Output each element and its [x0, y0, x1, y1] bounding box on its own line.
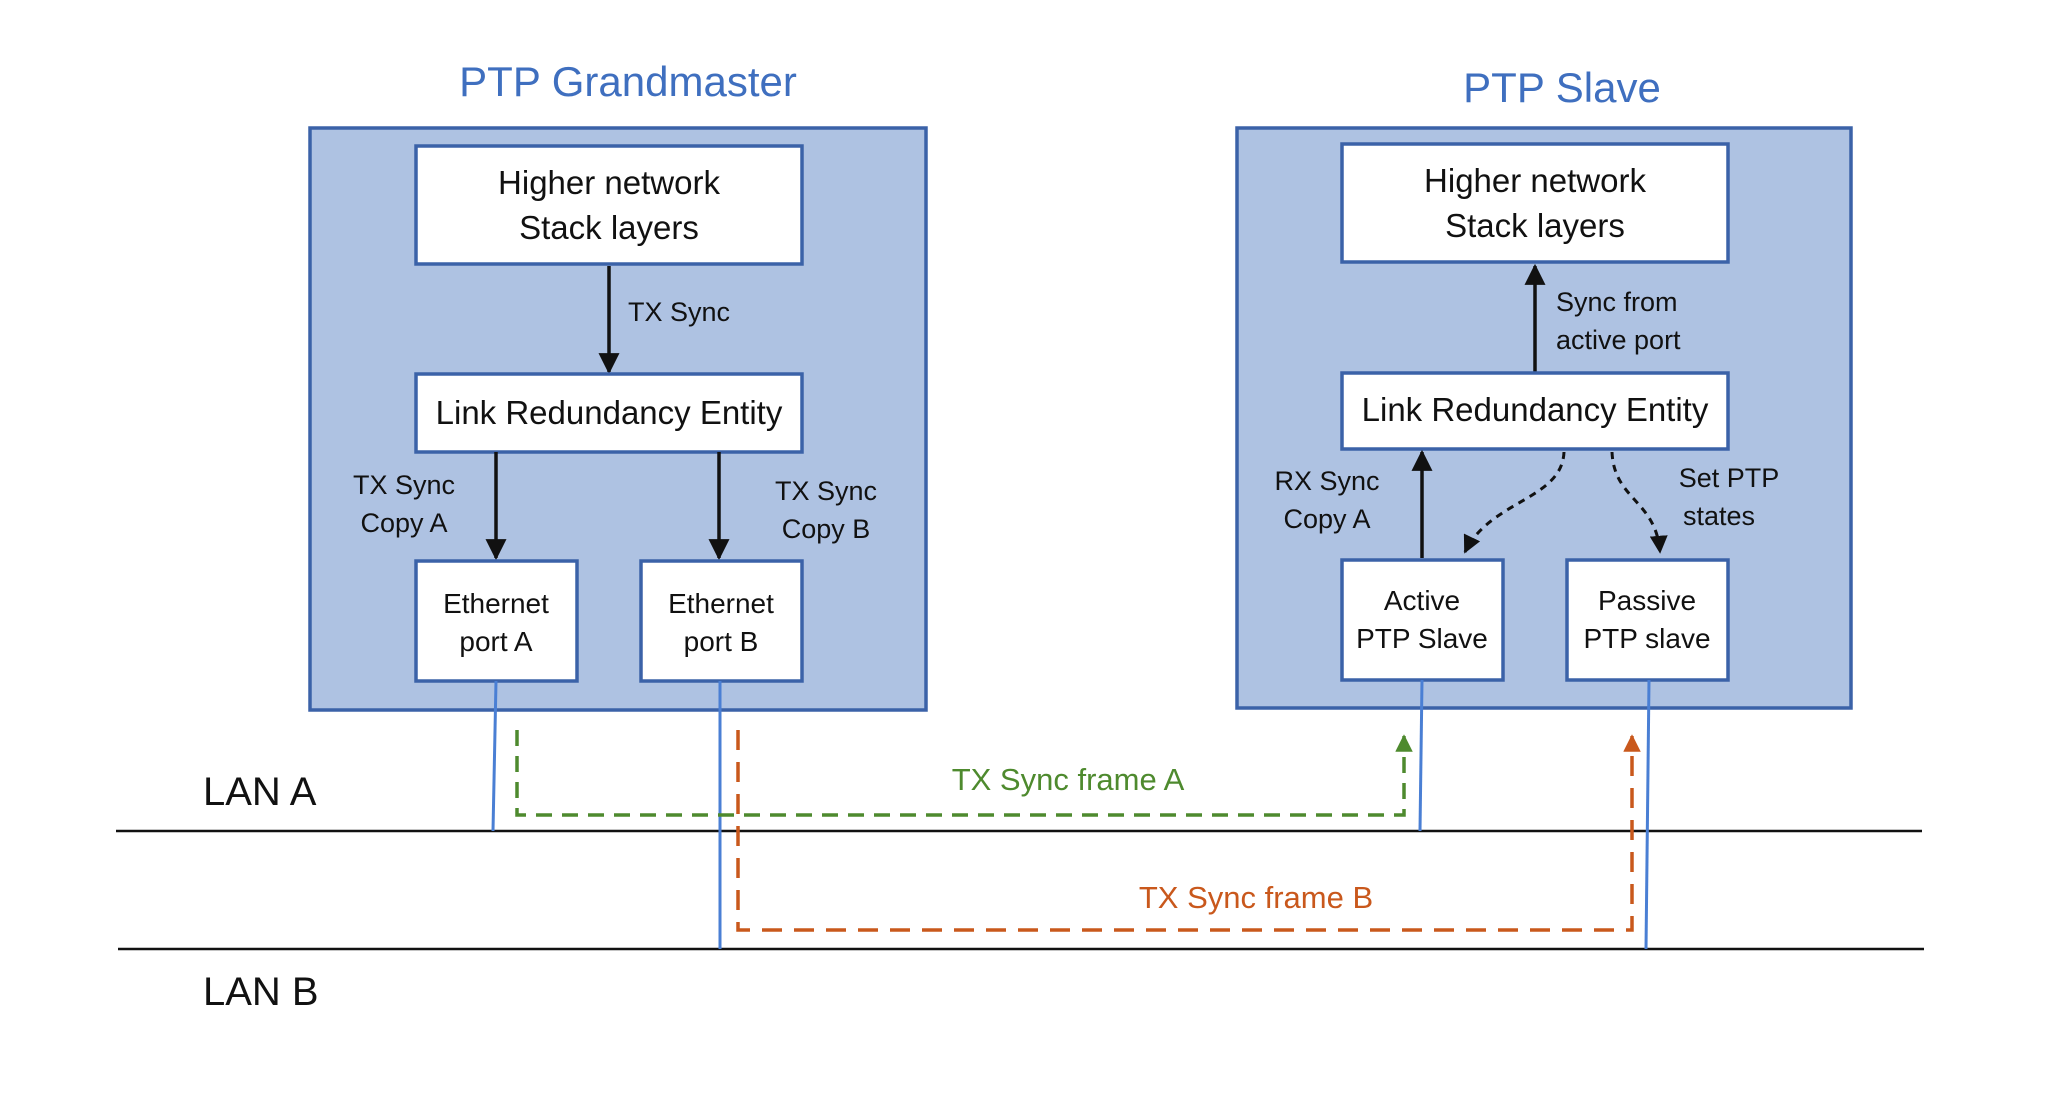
- slave-set-states-line2: states: [1683, 501, 1755, 531]
- grandmaster-title: PTP Grandmaster: [459, 58, 797, 105]
- tx-sync-frame-a-path: [515, 730, 1413, 817]
- slave-higher-stack-box: [1340, 142, 1730, 264]
- slave-active-to-lan-a: [1418, 679, 1424, 832]
- gm-tx-sync-label: TX Sync: [628, 297, 730, 327]
- slave-lre-box: [1340, 371, 1730, 451]
- lan-b-label: LAN B: [203, 970, 319, 1014]
- gm-copy-b-line1: TX Sync: [775, 476, 877, 506]
- gm-copy-a-line2: Copy A: [360, 508, 447, 538]
- slave-passive-line1: Passive: [1598, 585, 1696, 616]
- slave-passive-box: [1565, 558, 1730, 682]
- slave-passive-to-lan-b: [1644, 679, 1651, 950]
- slave-active-line2: PTP Slave: [1356, 623, 1488, 654]
- lan-a-label: LAN A: [203, 770, 317, 814]
- slave-sync-from-line2: active port: [1556, 325, 1681, 355]
- slave-higher-stack-line2: Stack layers: [1445, 207, 1625, 244]
- slave-title: PTP Slave: [1463, 64, 1661, 111]
- grandmaster-group: PTP Grandmaster Higher network Stack lay…: [308, 58, 928, 712]
- tx-sync-frame-b-path: [736, 730, 1641, 932]
- slave-group: PTP Slave Higher network Stack layers Sy…: [1235, 64, 1853, 710]
- gm-port-a-line1: Ethernet: [443, 588, 549, 619]
- gm-port-a-box: [414, 559, 579, 683]
- tx-sync-frame-a-label: TX Sync frame A: [952, 762, 1185, 797]
- gm-port-b-box: [639, 559, 804, 683]
- gm-higher-stack-line2: Stack layers: [519, 209, 699, 246]
- slave-set-states-line1: Set PTP: [1679, 463, 1780, 493]
- gm-port-a-to-lan-a: [491, 680, 498, 832]
- slave-lre-label: Link Redundancy Entity: [1362, 391, 1709, 428]
- slave-passive-line2: PTP slave: [1583, 623, 1710, 654]
- slave-sync-from-line1: Sync from: [1556, 287, 1678, 317]
- gm-higher-stack-line1: Higher network: [498, 164, 720, 201]
- gm-port-b-line1: Ethernet: [668, 588, 774, 619]
- gm-higher-stack-box: [414, 144, 804, 266]
- slave-set-states-arrow-passive: [1610, 451, 1668, 554]
- gm-port-a-line2: port A: [459, 626, 532, 657]
- slave-active-box: [1340, 558, 1505, 682]
- slave-higher-stack-line1: Higher network: [1424, 162, 1646, 199]
- slave-rx-copy-line2: Copy A: [1283, 504, 1370, 534]
- gm-lre-box: [414, 372, 804, 454]
- slave-set-states-arrow-active: [1463, 451, 1566, 554]
- gm-copy-a-line1: TX Sync: [353, 470, 455, 500]
- slave-active-line1: Active: [1384, 585, 1460, 616]
- slave-rx-copy-line1: RX Sync: [1274, 466, 1379, 496]
- gm-port-b-line2: port B: [684, 626, 759, 657]
- tx-sync-frame-b-label: TX Sync frame B: [1139, 880, 1373, 915]
- gm-lre-label: Link Redundancy Entity: [436, 394, 783, 431]
- gm-copy-b-line2: Copy B: [782, 514, 871, 544]
